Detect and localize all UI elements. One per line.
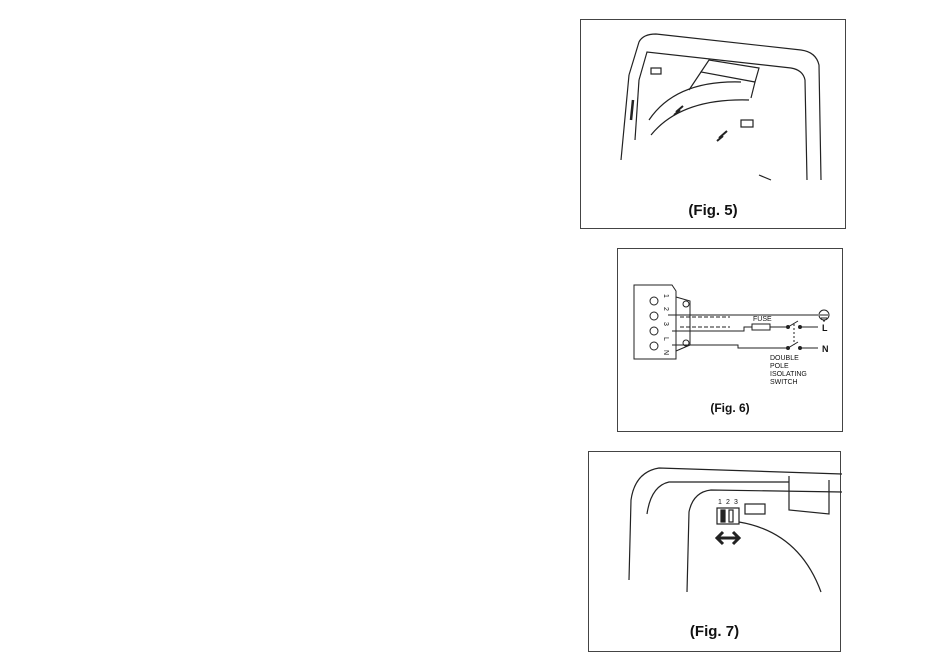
fuse-label: FUSE (753, 316, 772, 323)
switch-position-3: 3 (734, 499, 738, 506)
figure-6-panel: FUSE L N DOUBLE POLE ISOLATING SWITCH 1 … (617, 248, 843, 432)
switch-position-1: 1 (718, 499, 722, 506)
switch-label-line-3: ISOLATING (770, 371, 807, 378)
switch-label-line-4: SWITCH (770, 379, 798, 386)
figure-7-panel: 1 2 3 (Fig. 7) (588, 451, 841, 652)
figure-5-panel: (Fig. 5) (580, 19, 846, 229)
terminal-label-2: 2 (662, 307, 669, 311)
switch-position-2: 2 (726, 499, 730, 506)
fuse-symbol (752, 324, 770, 330)
figure-5-illustration (581, 20, 847, 230)
neutral-label: N (822, 344, 829, 354)
terminal-label-l: L (662, 337, 669, 341)
live-label: L (822, 323, 828, 333)
figure-6-caption: (Fig. 6) (618, 401, 842, 415)
terminal-label-3: 3 (662, 322, 669, 326)
switch-label-line-2: POLE (770, 363, 789, 370)
figure-5-caption: (Fig. 5) (581, 202, 845, 219)
terminal-label-1: 1 (662, 294, 669, 298)
terminal-label-n: N (662, 350, 669, 355)
figure-7-caption: (Fig. 7) (589, 623, 840, 640)
switch-label-line-1: DOUBLE (770, 355, 799, 362)
